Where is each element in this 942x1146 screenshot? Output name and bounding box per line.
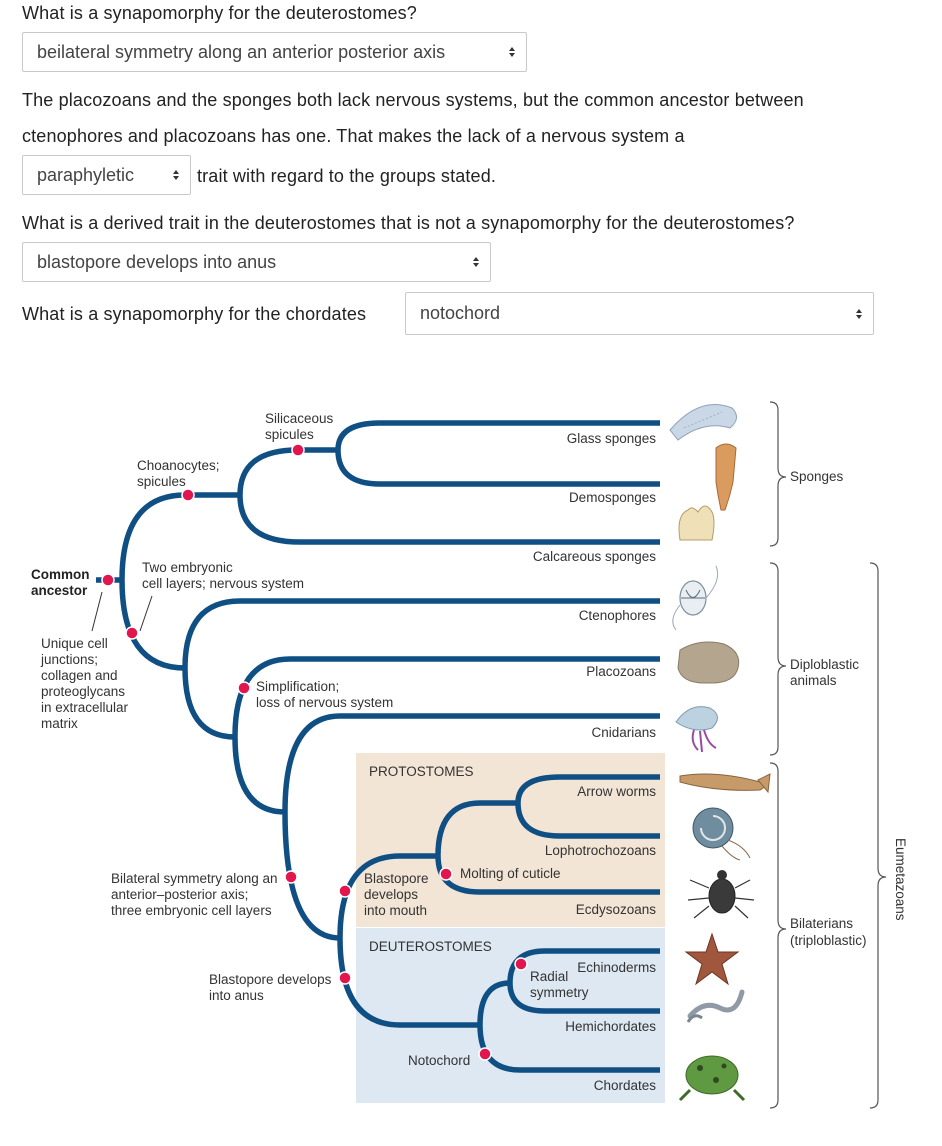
trait-dot-radial-symmetry [514, 957, 528, 971]
group-eumetazoans-label: Eumetazoans [893, 838, 908, 921]
taxon-echinoderms: Echinoderms [577, 960, 656, 975]
question-3-selected-value: blastopore develops into anus [37, 251, 277, 272]
trait-dot-simplification [237, 681, 251, 695]
arrow-worm-illustration [679, 773, 771, 794]
molting-label: Molting of cuticle [460, 866, 561, 881]
eumetazoans-brace [869, 562, 887, 1109]
question-2-text-line2: ctenophores and placozoans has one. That… [22, 126, 685, 146]
taxon-ctenophores: Ctenophores [579, 608, 657, 623]
glass-sponge-illustration [669, 404, 737, 441]
select-arrows-icon [162, 169, 190, 181]
placozoan-illustration [677, 641, 740, 684]
demosponge-illustration [715, 443, 737, 511]
notochord-label: Notochord [408, 1053, 470, 1068]
taxon-demosponges: Demosponges [569, 490, 656, 505]
bilaterians-brace [769, 762, 787, 1109]
question-4-select[interactable]: notochord [405, 292, 874, 335]
question-3-text: What is a derived trait in the deuterost… [22, 213, 795, 233]
calcareous-sponge-illustration [678, 505, 715, 541]
ecdysozoan-illustration [687, 870, 755, 919]
trait-dot-choanocytes [181, 488, 195, 502]
taxon-lophotrochozoans: Lophotrochozoans [545, 843, 656, 858]
ctenophore-illustration [672, 565, 719, 631]
trait-dot-bilateral-symmetry [284, 870, 298, 884]
question-4-selected-value: notochord [420, 303, 501, 323]
taxon-placozoans: Placozoans [586, 664, 656, 679]
deuterostomes-box [356, 928, 665, 1103]
trait-dot-embryonic-layers [125, 626, 139, 640]
taxon-glass-sponges: Glass sponges [567, 431, 657, 446]
deuterostomes-label: DEUTEROSTOMES [369, 939, 492, 954]
taxon-arrow-worms: Arrow worms [577, 784, 656, 799]
question-2-select[interactable]: paraphyletic [22, 155, 191, 195]
select-arrows-icon [462, 256, 490, 268]
lophotrochozoan-illustration [692, 807, 751, 861]
tree-branches [96, 420, 660, 1073]
question-1-text: What is a synapomorphy for the deuterost… [22, 3, 417, 23]
select-arrows-icon [845, 308, 873, 320]
taxon-calcareous-sponges: Calcareous sponges [533, 549, 656, 564]
taxon-cnidarians: Cnidarians [591, 725, 656, 740]
question-2-text-line1: The placozoans and the sponges both lack… [22, 90, 804, 110]
cnidarian-illustration [675, 706, 718, 753]
question-2-selected-value: paraphyletic [37, 164, 135, 185]
echinoderm-illustration [684, 932, 740, 986]
trait-dot-siliceous-spicules [291, 443, 305, 457]
question-3-select[interactable]: blastopore develops into anus [22, 242, 491, 282]
taxon-chordates: Chordates [594, 1078, 657, 1093]
trait-dot-blastopore-mouth [338, 884, 352, 898]
organism-illustrations [669, 404, 771, 1102]
trait-dot-blastopore-anus [338, 971, 352, 985]
group-bilaterians-label: Bilaterians(triploblastic) [790, 916, 867, 948]
unique-cell-junctions-label: Unique cell junctions; collagen and prot… [40, 636, 132, 731]
trait-dot-notochord [478, 1047, 492, 1061]
question-1-selected-value: beilateral symmetry along an anterior po… [37, 41, 446, 62]
taxon-ecdysozoans: Ecdysozoans [576, 902, 657, 917]
diploblastic-brace [769, 562, 787, 756]
simplification-label: Simplification;loss of nervous system [256, 679, 393, 710]
phylogenetic-tree-figure: PROTOSTOMES DEUTEROSTOMES [31, 401, 908, 1109]
protostomes-box [356, 753, 665, 927]
question-2-text-tail: trait with regard to the groups stated. [197, 166, 497, 186]
group-sponges-label: Sponges [790, 469, 844, 484]
chordate-frog-illustration [678, 1055, 746, 1102]
sponges-brace [769, 401, 787, 547]
select-arrows-icon [498, 46, 526, 58]
protostomes-label: PROTOSTOMES [369, 764, 474, 779]
trait-dot-common-ancestor [101, 573, 115, 587]
hemichordate-illustration [686, 989, 745, 1023]
choanocytes-label: Choanocytes;spicules [137, 458, 220, 489]
question-1-select[interactable]: beilateral symmetry along an anterior po… [22, 32, 527, 72]
question-4-text: What is a synapomorphy for the chordates [22, 304, 367, 324]
bilateral-symmetry-label: Bilateral symmetry along an anterior–pos… [111, 871, 281, 918]
taxon-hemichordates: Hemichordates [565, 1019, 656, 1034]
blastopore-mouth-label: Blastopore develops into mouth [364, 871, 432, 918]
trait-dot-molting [439, 867, 453, 881]
